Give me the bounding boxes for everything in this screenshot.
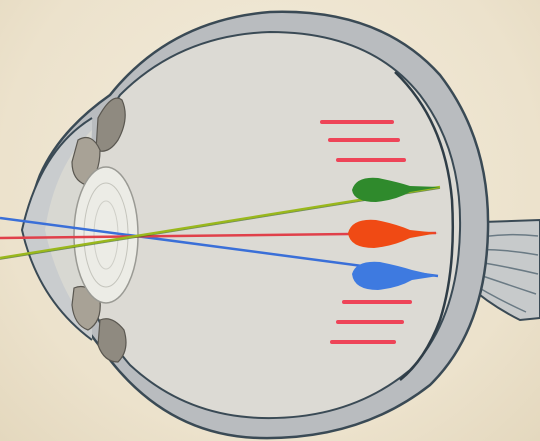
vitreous-body (88, 32, 460, 418)
